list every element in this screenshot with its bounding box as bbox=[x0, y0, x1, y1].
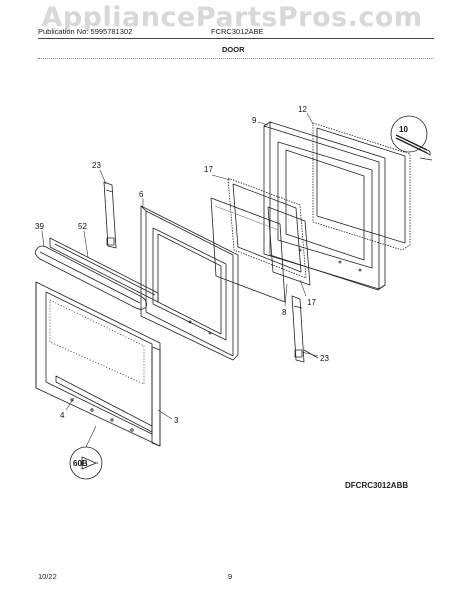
part-17-glass-frame-lower bbox=[267, 206, 311, 286]
part-10-screw bbox=[395, 134, 433, 161]
callout-39[interactable]: 39 bbox=[35, 222, 44, 231]
part-52-top-trim bbox=[49, 237, 159, 303]
callout-60b[interactable]: 60B bbox=[73, 459, 88, 468]
part-10-callout-circle bbox=[390, 115, 428, 153]
publication-number: Publication No: 5995781302 bbox=[38, 27, 133, 36]
callout-17-upper[interactable]: 17 bbox=[204, 165, 213, 174]
callout-6[interactable]: 6 bbox=[139, 190, 144, 199]
callout-23-lower[interactable]: 23 bbox=[320, 354, 329, 363]
part-17-glass-frame-upper bbox=[227, 177, 307, 279]
leader-lines bbox=[41, 112, 319, 448]
header-rule bbox=[38, 38, 434, 39]
part-12-door-gasket bbox=[312, 122, 411, 251]
footer-date: 10/22 bbox=[38, 572, 57, 581]
callout-9[interactable]: 9 bbox=[252, 116, 257, 125]
section-rule bbox=[38, 58, 434, 59]
bottom-trim-strip bbox=[55, 375, 153, 433]
callout-23-upper[interactable]: 23 bbox=[92, 161, 101, 170]
part-6-inner-door-panel bbox=[140, 205, 239, 361]
callout-4[interactable]: 4 bbox=[60, 411, 65, 420]
model-number: FCRC3012ABE bbox=[211, 27, 264, 36]
section-title: DOOR bbox=[222, 45, 245, 54]
callout-17-lower[interactable]: 17 bbox=[307, 298, 316, 307]
callout-12[interactable]: 12 bbox=[298, 105, 307, 114]
part-39-door-handle bbox=[35, 245, 147, 310]
part-3-side-trim bbox=[151, 346, 161, 447]
callout-3[interactable]: 3 bbox=[174, 416, 179, 425]
callout-8[interactable]: 8 bbox=[282, 308, 287, 317]
page-number: 9 bbox=[228, 572, 233, 581]
part-8-glass-panel bbox=[210, 197, 286, 303]
callout-10[interactable]: 10 bbox=[399, 125, 408, 134]
callout-52[interactable]: 52 bbox=[78, 222, 87, 231]
diagram-code: DFCRC3012ABB bbox=[345, 481, 409, 490]
watermark-logo: AppliancePartsPros.com bbox=[41, 2, 423, 33]
part-23-hinge-upper bbox=[103, 181, 117, 249]
